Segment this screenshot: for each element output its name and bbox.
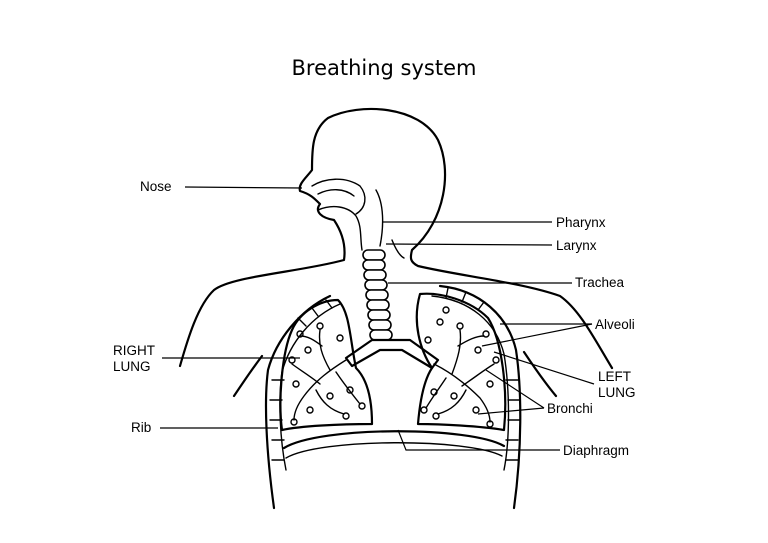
right-lung — [279, 298, 374, 432]
label-right-lung-line2: LUNG — [113, 359, 151, 374]
rib-cage-right — [438, 284, 522, 510]
rib-segments — [269, 287, 521, 461]
diaphragm — [282, 430, 506, 450]
label-right-lung-line1: RIGHT — [113, 343, 155, 358]
trachea-rings — [362, 249, 393, 341]
label-nose: Nose — [140, 179, 172, 194]
label-rib: Rib — [131, 420, 151, 435]
label-bronchi: Bronchi — [547, 401, 593, 416]
left-bronchiole-tree — [420, 306, 500, 428]
nasal-cavity-inner — [317, 189, 355, 197]
leader-diaphragm — [397, 429, 560, 451]
leader-left-lung — [493, 351, 595, 385]
rib-cage-left-inner — [279, 303, 341, 471]
right-bronchiole-tree — [288, 322, 366, 426]
leader-bronchi-2 — [477, 407, 545, 415]
label-diaphragm: Diaphragm — [563, 443, 629, 458]
rib-cage-left — [264, 294, 332, 510]
label-left-lung-line2: LUNG — [598, 385, 636, 400]
diagram-title: Breathing system — [291, 56, 477, 80]
leader-bronchi-1 — [485, 369, 545, 409]
leader-larynx — [385, 243, 553, 246]
label-pharynx: Pharynx — [556, 215, 606, 230]
body-outline — [178, 107, 614, 370]
main-bronchi — [344, 338, 440, 370]
oral-cavity — [317, 205, 363, 251]
label-left-lung-line1: LEFT — [598, 369, 631, 384]
label-larynx: Larynx — [556, 238, 597, 253]
arm-left — [232, 354, 264, 398]
left-lung — [415, 292, 507, 432]
nasal-cavity — [311, 178, 366, 215]
pharynx-tube — [375, 189, 405, 259]
leader-alveoli-2 — [481, 323, 593, 347]
leader-nose — [184, 186, 303, 189]
label-alveoli: Alveoli — [595, 317, 635, 332]
rib-cage-right-inner — [431, 295, 510, 471]
label-trachea: Trachea — [575, 275, 625, 290]
arm-right — [522, 350, 558, 398]
